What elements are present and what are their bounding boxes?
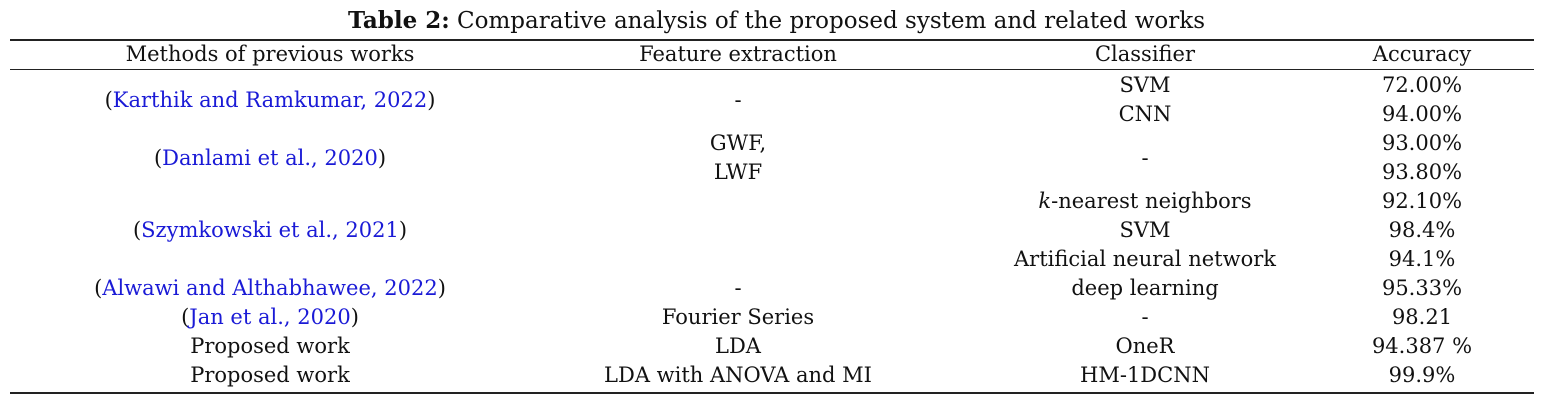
- method-danlami: (Danlami et al., 2020): [153, 146, 387, 170]
- method-alwawi: (Alwawi and Althabhawee, 2022): [94, 276, 446, 300]
- accuracy-szymkowski-ann: 94.1%: [1388, 247, 1456, 271]
- table-header-rule: [10, 69, 1534, 70]
- citation-link-danlami[interactable]: Danlami et al., 2020: [162, 146, 378, 170]
- classifier-szymkowski-ann: Artificial neural network: [1014, 247, 1276, 271]
- accuracy-proposed-1: 94.387 %: [1371, 334, 1473, 358]
- classifier-karthik-cnn: CNN: [1118, 102, 1172, 126]
- accuracy-karthik-svm: 72.00%: [1381, 73, 1463, 97]
- classifier-jan: -: [1141, 305, 1149, 329]
- classifier-danlami: -: [1141, 146, 1149, 170]
- feature-proposed-1: LDA: [715, 334, 761, 358]
- header-methods: Methods of previous works: [125, 42, 415, 66]
- accuracy-proposed-2: 99.9%: [1388, 363, 1456, 387]
- method-jan: (Jan et al., 2020): [181, 305, 359, 329]
- feature-karthik: -: [734, 88, 742, 112]
- feature-jan: Fourier Series: [661, 305, 815, 329]
- classifier-proposed-1: OneR: [1115, 334, 1175, 358]
- classifier-szymkowski-knn: k-nearest neighbors: [960, 187, 1330, 216]
- citation-link-alwawi[interactable]: Alwawi and Althabhawee, 2022: [102, 276, 438, 300]
- table-caption: Table 2: Comparative analysis of the pro…: [0, 6, 1553, 36]
- method-szymkowski: (Szymkowski et al., 2021): [132, 218, 408, 242]
- citation-link-jan[interactable]: Jan et al., 2020: [189, 305, 351, 329]
- method-proposed-1: Proposed work: [190, 334, 350, 358]
- accuracy-szymkowski-svm: 98.4%: [1388, 218, 1456, 242]
- header-feature-extraction: Feature extraction: [639, 42, 837, 66]
- classifier-karthik-svm: SVM: [1119, 73, 1171, 97]
- classifier-proposed-2: HM-1DCNN: [1080, 363, 1210, 387]
- method-karthik: (Karthik and Ramkumar, 2022): [104, 88, 436, 112]
- knn-rest: -nearest neighbors: [1051, 189, 1252, 213]
- table-top-rule: [10, 39, 1534, 41]
- feature-danlami-lwf: LWF: [713, 160, 763, 184]
- feature-danlami-gwf: GWF,: [709, 131, 767, 155]
- feature-alwawi: -: [734, 276, 742, 300]
- accuracy-szymkowski-knn: 92.10%: [1381, 189, 1463, 213]
- knn-k-italic: k: [1038, 189, 1052, 213]
- header-accuracy: Accuracy: [1372, 42, 1472, 66]
- feature-proposed-2: LDA with ANOVA and MI: [604, 363, 872, 387]
- accuracy-danlami-1: 93.00%: [1381, 131, 1463, 155]
- accuracy-alwawi: 95.33%: [1381, 276, 1463, 300]
- caption-text: Comparative analysis of the proposed sys…: [449, 8, 1206, 34]
- accuracy-karthik-cnn: 94.00%: [1381, 102, 1463, 126]
- method-proposed-2: Proposed work: [190, 363, 350, 387]
- table-bottom-rule: [10, 392, 1534, 394]
- citation-link-szymkowski[interactable]: Szymkowski et al., 2021: [141, 218, 399, 242]
- classifier-alwawi: deep learning: [1071, 276, 1219, 300]
- accuracy-jan: 98.21: [1391, 305, 1453, 329]
- citation-link-karthik[interactable]: Karthik and Ramkumar, 2022: [112, 88, 428, 112]
- classifier-szymkowski-svm: SVM: [1119, 218, 1171, 242]
- accuracy-danlami-2: 93.80%: [1381, 160, 1463, 184]
- caption-label: Table 2:: [347, 7, 450, 34]
- header-classifier: Classifier: [1094, 42, 1196, 66]
